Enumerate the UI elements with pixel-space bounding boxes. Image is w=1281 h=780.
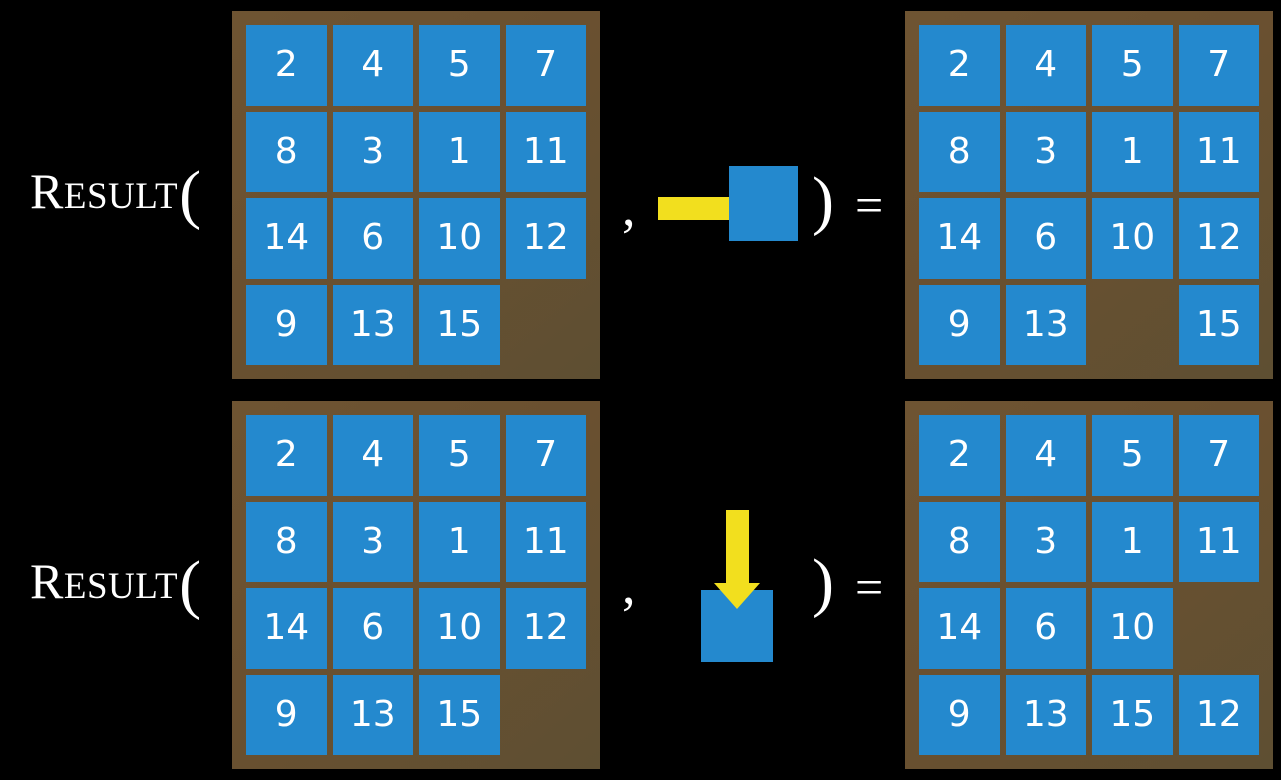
tile[interactable]: 9	[246, 284, 327, 365]
tile[interactable]: 11	[505, 501, 586, 582]
tile[interactable]: 7	[505, 25, 586, 106]
equation-row-2: RESULT( 2 4 5 7 8 3 1 11 14 6 10 12 9 13…	[0, 390, 1281, 780]
empty-slot	[506, 675, 587, 756]
tile[interactable]: 12	[1178, 198, 1259, 279]
tile[interactable]: 14	[246, 588, 327, 669]
tile[interactable]: 8	[919, 111, 1000, 192]
tile[interactable]: 4	[332, 415, 413, 496]
puzzle-grid: 2 4 5 7 8 3 1 11 14 6 10 12 9 13 15	[246, 25, 586, 365]
tile[interactable]: 10	[1092, 588, 1173, 669]
close-paren: )	[812, 164, 834, 237]
tile[interactable]: 5	[419, 415, 500, 496]
puzzle-grid: 2 4 5 7 8 3 1 11 14 6 10 9 13 15 12	[919, 415, 1259, 755]
tile[interactable]: 12	[1178, 674, 1259, 755]
tile[interactable]: 11	[505, 111, 586, 192]
tile[interactable]: 4	[1005, 415, 1086, 496]
empty-slot	[1179, 588, 1260, 669]
empty-slot	[506, 285, 587, 366]
tile[interactable]: 8	[246, 111, 327, 192]
tile[interactable]: 10	[419, 198, 500, 279]
tile[interactable]: 12	[505, 588, 586, 669]
tile[interactable]: 7	[1178, 25, 1259, 106]
tile[interactable]: 1	[1092, 111, 1173, 192]
tile[interactable]: 11	[1178, 501, 1259, 582]
tile[interactable]: 5	[1092, 415, 1173, 496]
output-board-row2: 2 4 5 7 8 3 1 11 14 6 10 9 13 15 12	[905, 401, 1273, 769]
tile[interactable]: 8	[919, 501, 1000, 582]
tile[interactable]: 2	[919, 25, 1000, 106]
tile[interactable]: 5	[1092, 25, 1173, 106]
comma-separator: ,	[622, 177, 636, 237]
tile[interactable]: 7	[505, 415, 586, 496]
empty-slot	[1092, 285, 1173, 366]
operator-group-row1: , ) =	[600, 0, 905, 390]
tile[interactable]: 5	[419, 25, 500, 106]
tile[interactable]: 3	[332, 501, 413, 582]
comma-separator: ,	[622, 555, 636, 615]
output-board-row1: 2 4 5 7 8 3 1 11 14 6 10 12 9 13 15	[905, 11, 1273, 379]
tile[interactable]: 9	[919, 674, 1000, 755]
tile[interactable]: 13	[1005, 284, 1086, 365]
puzzle-grid: 2 4 5 7 8 3 1 11 14 6 10 12 9 13 15	[919, 25, 1259, 365]
blank-tile-row1[interactable]	[729, 166, 798, 241]
puzzle-grid: 2 4 5 7 8 3 1 11 14 6 10 12 9 13 15	[246, 415, 586, 755]
tile[interactable]: 15	[1092, 674, 1173, 755]
tile[interactable]: 10	[1092, 198, 1173, 279]
result-label-capital: R	[30, 163, 64, 219]
tile[interactable]: 6	[332, 588, 413, 669]
tile[interactable]: 4	[1005, 25, 1086, 106]
tile[interactable]: 6	[1005, 198, 1086, 279]
input-board-row2: 2 4 5 7 8 3 1 11 14 6 10 12 9 13 15	[232, 401, 600, 769]
input-board-row1: 2 4 5 7 8 3 1 11 14 6 10 12 9 13 15	[232, 11, 600, 379]
tile[interactable]: 13	[332, 674, 413, 755]
result-label-rest: ESULT	[63, 176, 179, 217]
tile[interactable]: 6	[1005, 588, 1086, 669]
equals-sign: =	[855, 559, 884, 615]
tile[interactable]: 15	[419, 674, 500, 755]
close-paren: )	[812, 546, 834, 619]
tile[interactable]: 3	[332, 111, 413, 192]
result-label-row2: RESULT(	[30, 552, 202, 618]
tile[interactable]: 7	[1178, 415, 1259, 496]
open-paren: (	[179, 548, 202, 621]
tile[interactable]: 3	[1005, 111, 1086, 192]
open-paren: (	[179, 158, 202, 231]
equals-sign: =	[855, 177, 884, 233]
tile[interactable]: 11	[1178, 111, 1259, 192]
tile[interactable]: 2	[919, 415, 1000, 496]
tile[interactable]: 1	[419, 501, 500, 582]
tile[interactable]: 10	[419, 588, 500, 669]
tile[interactable]: 14	[246, 198, 327, 279]
tile[interactable]: 15	[419, 284, 500, 365]
equation-row-1: RESULT( 2 4 5 7 8 3 1 11 14 6 10 12 9 13…	[30, 0, 1273, 390]
tile[interactable]: 1	[419, 111, 500, 192]
tile[interactable]: 12	[505, 198, 586, 279]
tile[interactable]: 2	[246, 415, 327, 496]
tile[interactable]: 14	[919, 588, 1000, 669]
tile[interactable]: 15	[1178, 284, 1259, 365]
tile[interactable]: 6	[332, 198, 413, 279]
tile[interactable]: 13	[332, 284, 413, 365]
tile[interactable]: 9	[246, 674, 327, 755]
result-label-row1: RESULT(	[30, 162, 202, 228]
result-label-capital: R	[30, 553, 64, 609]
tile[interactable]: 3	[1005, 501, 1086, 582]
operator-group-row2: , ) =	[600, 390, 905, 780]
tile[interactable]: 13	[1005, 674, 1086, 755]
tile[interactable]: 14	[919, 198, 1000, 279]
tile[interactable]: 1	[1092, 501, 1173, 582]
tile[interactable]: 8	[246, 501, 327, 582]
result-label-rest: ESULT	[63, 566, 179, 607]
tile[interactable]: 4	[332, 25, 413, 106]
tile[interactable]: 2	[246, 25, 327, 106]
tile[interactable]: 9	[919, 284, 1000, 365]
